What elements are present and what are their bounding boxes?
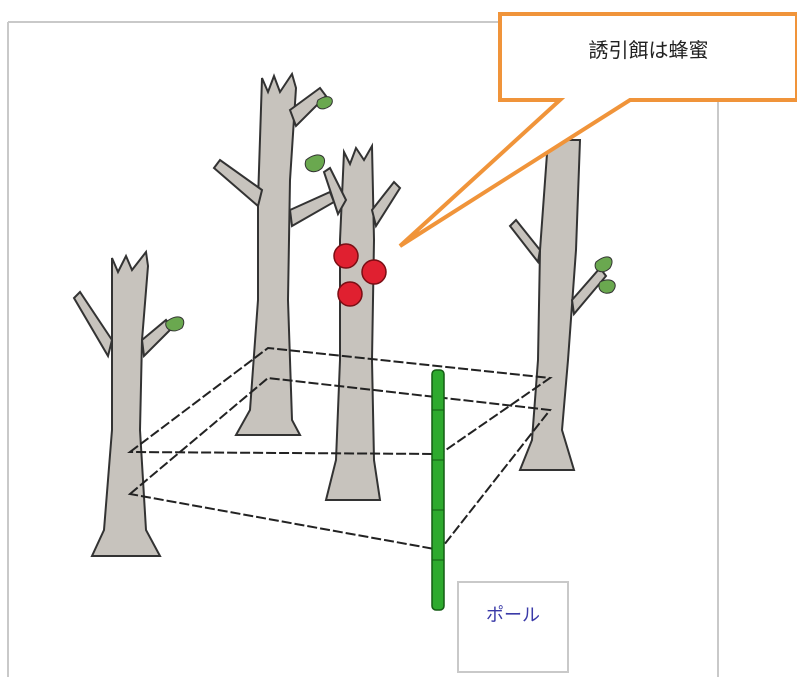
leaf-icon — [165, 316, 185, 332]
pole-label-box: ポール — [457, 581, 569, 673]
pole-label: ポール — [486, 605, 540, 626]
leaf-icon — [316, 96, 333, 110]
tree-back-left — [212, 71, 336, 436]
tree-front-left — [72, 249, 174, 557]
barbed-wire — [127, 346, 553, 552]
tree-back-right — [508, 139, 608, 471]
leaf-icon — [598, 279, 616, 294]
leaf-icon — [594, 256, 613, 273]
callout-text: 誘引餌は蜂蜜 — [588, 38, 709, 62]
apple-icon — [337, 281, 363, 307]
tree-front-center — [322, 142, 402, 501]
apples — [333, 243, 387, 307]
callout-bubble — [398, 12, 797, 248]
apple-icon — [361, 259, 387, 285]
pole-icon — [431, 369, 445, 611]
apple-icon — [333, 243, 359, 269]
frame-lines — [7, 21, 719, 677]
leaf-icon — [304, 154, 326, 173]
